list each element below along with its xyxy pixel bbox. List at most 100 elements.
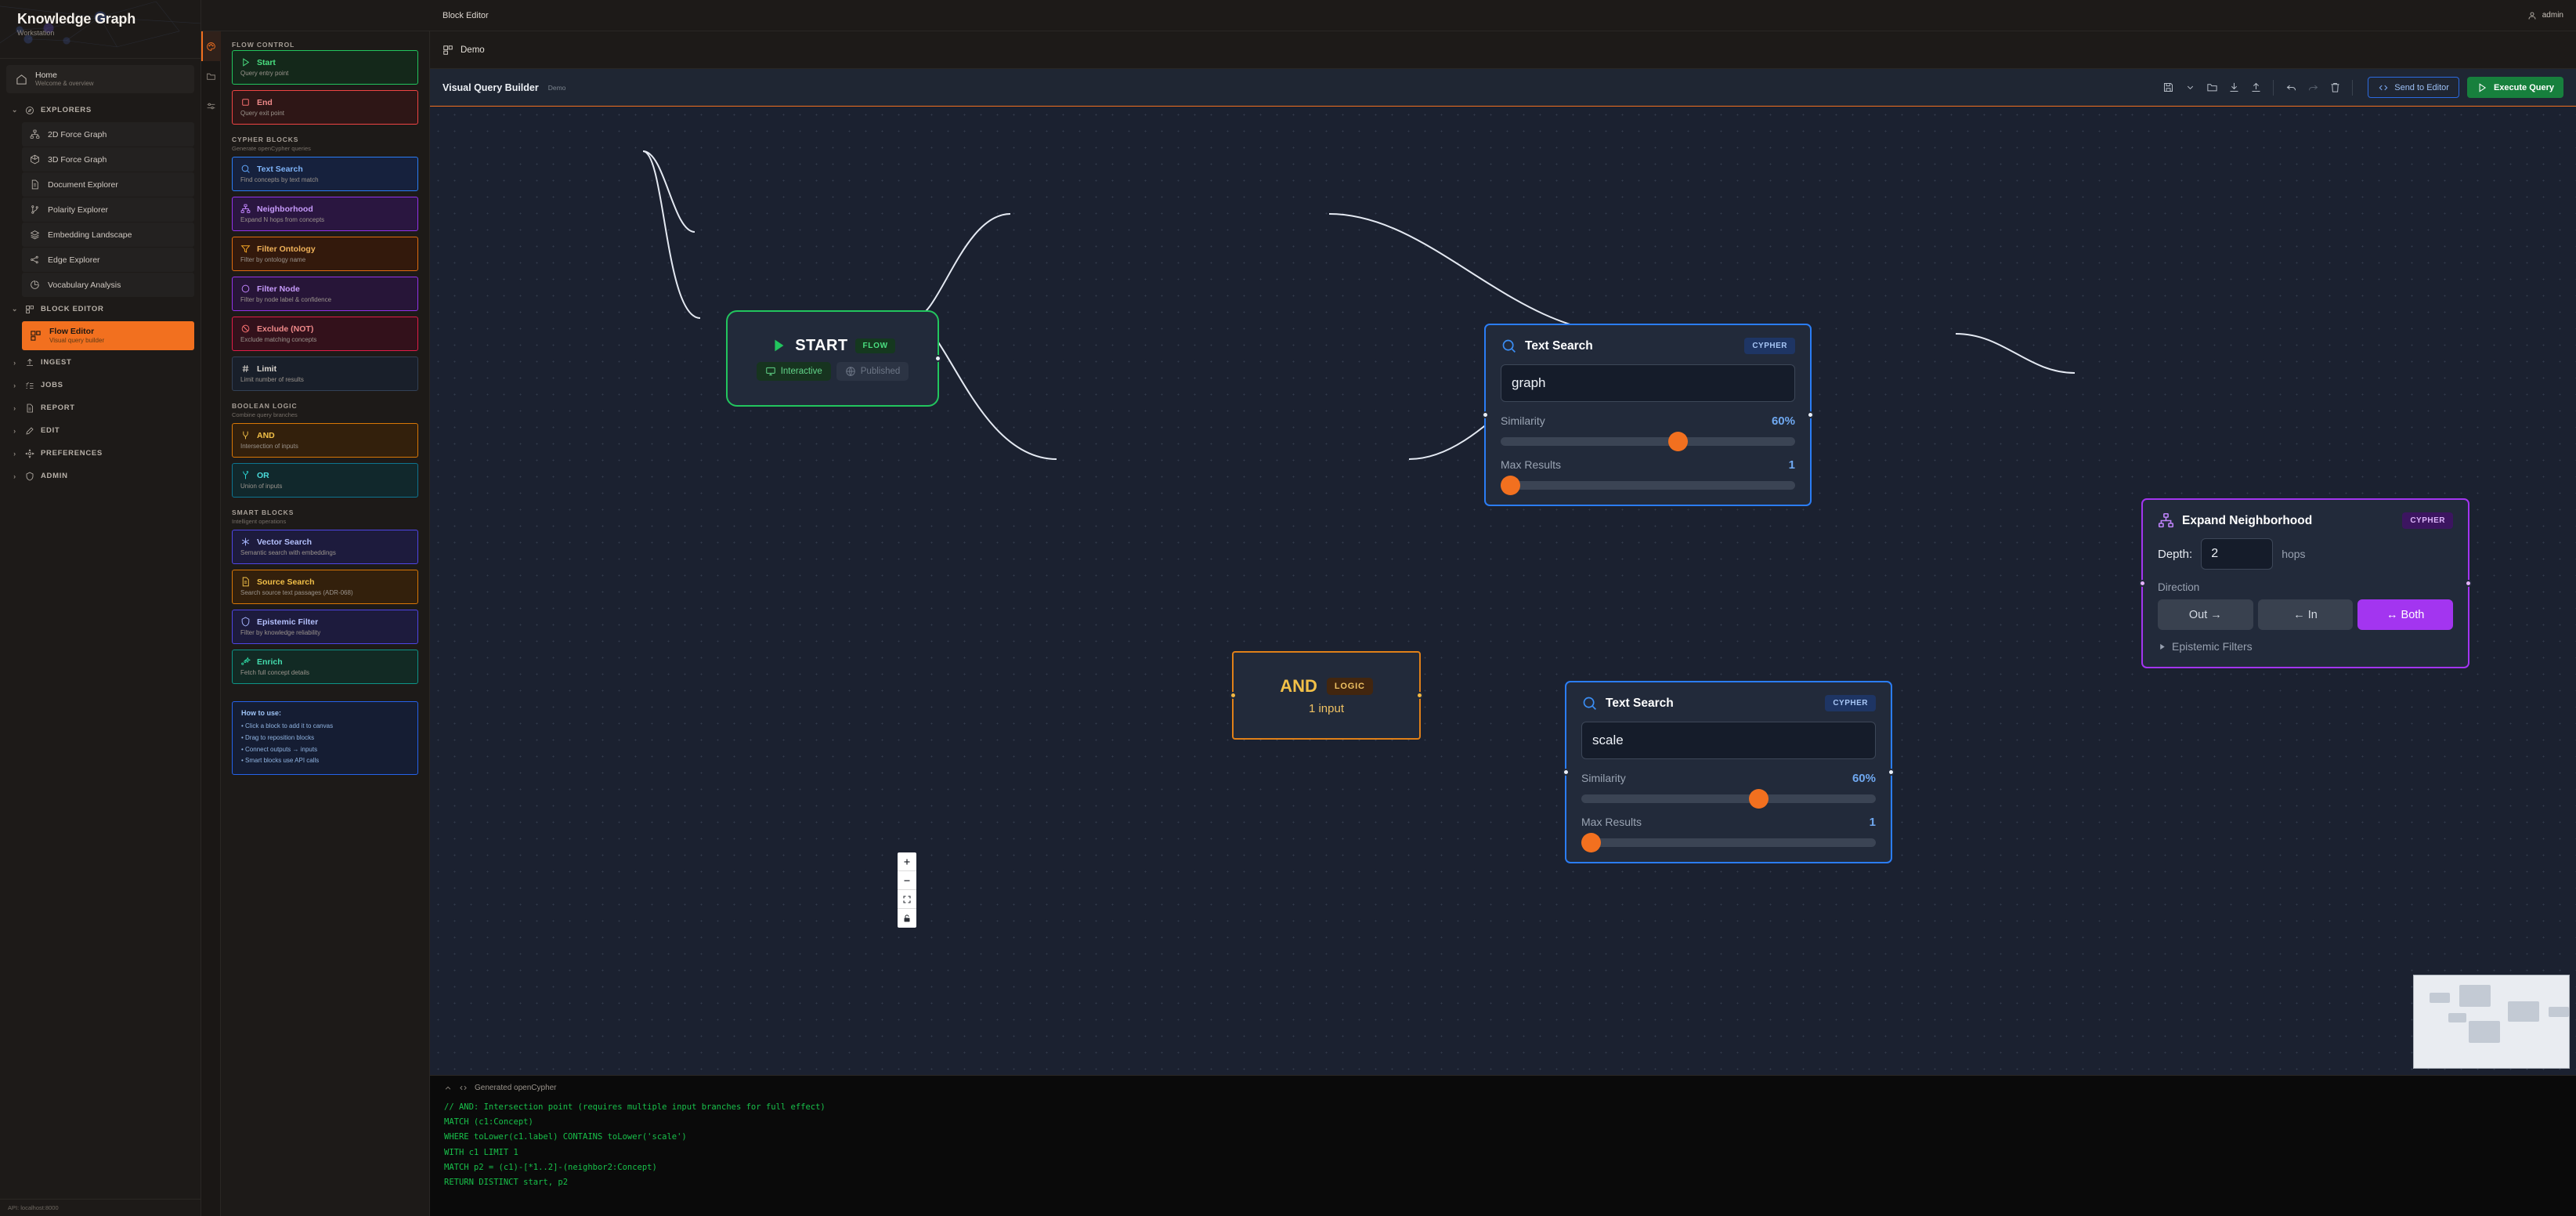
block-card-start[interactable]: Start Query entry point: [232, 50, 418, 85]
sidebar-group-block-editor[interactable]: ⌄ BLOCK EDITOR: [6, 299, 194, 320]
sidebar-item-polarity-explorer[interactable]: Polarity Explorer: [22, 197, 194, 222]
triangle-right-icon: [2160, 643, 2165, 650]
max-results-slider-knob[interactable]: [1581, 833, 1601, 852]
sidebar-item-label: Edge Explorer: [48, 255, 100, 265]
start-option-interactive[interactable]: Interactive: [756, 361, 831, 381]
zoom-in-button[interactable]: [898, 852, 916, 871]
send-to-editor-button[interactable]: Send to Editor: [2368, 77, 2459, 98]
sidebar-item-vocabulary-analysis[interactable]: Vocabulary Analysis: [22, 273, 194, 297]
rail-button-folder[interactable]: [201, 61, 221, 91]
similarity-slider-knob[interactable]: [1748, 789, 1769, 809]
sidebar-item-home[interactable]: Home Welcome & overview: [6, 65, 194, 93]
node-start[interactable]: START FLOW Interactive Published: [726, 310, 941, 407]
block-card-exclude-not[interactable]: Exclude (NOT) Exclude matching concepts: [232, 317, 418, 351]
expand-input-port[interactable]: [2139, 580, 2146, 587]
similarity-slider[interactable]: [1501, 432, 1795, 451]
text-search-query-input[interactable]: scale: [1581, 722, 1876, 759]
start-option-published[interactable]: Published: [836, 361, 909, 381]
and-input-port[interactable]: [1230, 692, 1237, 699]
save-dropdown-button[interactable]: [2180, 78, 2200, 98]
block-card-epistemic-filter[interactable]: Epistemic Filter Filter by knowledge rel…: [232, 610, 418, 644]
sidebar-item-2d-force-graph[interactable]: 2D Force Graph: [22, 122, 194, 147]
folder-open-icon: [2207, 84, 2217, 92]
download-button[interactable]: [2224, 78, 2244, 98]
node-text-search-1[interactable]: Text Search CYPHER graph Similarity 60% …: [1482, 324, 1814, 506]
and-output-port[interactable]: [1416, 692, 1423, 699]
sidebar-item-embedding-landscape[interactable]: Embedding Landscape: [22, 223, 194, 247]
block-card-and[interactable]: AND Intersection of inputs: [232, 423, 418, 458]
canvas-zoom-controls: [898, 852, 916, 928]
block-card-limit[interactable]: Limit Limit number of results: [232, 356, 418, 391]
start-output-port[interactable]: [934, 355, 941, 362]
max-results-slider-knob[interactable]: [1501, 476, 1520, 495]
sidebar-group-admin[interactable]: › ADMIN: [6, 465, 194, 487]
text-search-output-port[interactable]: [1888, 769, 1895, 776]
pie-chart-icon: [31, 280, 39, 289]
expand-title: Expand Neighborhood: [2182, 513, 2313, 527]
sidebar-group-explorers[interactable]: ⌄ EXPLORERS: [6, 100, 194, 121]
block-card-filter-node[interactable]: Filter Node Filter by node label & confi…: [232, 277, 418, 311]
delete-button[interactable]: [2325, 78, 2345, 98]
toolbar-divider: [2273, 79, 2274, 96]
cypher-panel-header[interactable]: Generated openCypher: [444, 1084, 2562, 1092]
expand-output-port[interactable]: [2465, 580, 2472, 587]
blocks-category-label: BOOLEAN LOGIC: [232, 402, 298, 410]
canvas-minimap[interactable]: [2413, 975, 2570, 1069]
epistemic-filters-toggle[interactable]: Epistemic Filters: [2158, 640, 2453, 653]
upload-button[interactable]: [2245, 78, 2266, 98]
text-search-query-input[interactable]: graph: [1501, 364, 1795, 402]
rail-button-settings[interactable]: [201, 91, 221, 121]
sidebar-group-jobs[interactable]: › JOBS: [6, 375, 194, 396]
flow-canvas[interactable]: START FLOW Interactive Published: [430, 107, 2576, 1075]
layers-icon: [30, 230, 40, 240]
node-and[interactable]: AND LOGIC 1 input: [1230, 651, 1423, 740]
direction-button-out[interactable]: Out →: [2158, 599, 2253, 630]
text-search-input-port[interactable]: [1563, 769, 1570, 776]
sidebar-group-preferences[interactable]: › PREFERENCES: [6, 443, 194, 464]
text-search-output-port[interactable]: [1807, 411, 1814, 418]
user-icon: [2528, 12, 2536, 20]
node-text-search-2[interactable]: Text Search CYPHER scale Similarity 60% …: [1563, 681, 1895, 863]
direction-button-in[interactable]: ← In: [2257, 599, 2354, 630]
block-card-vector-search[interactable]: Vector Search Semantic search with embed…: [232, 530, 418, 564]
block-card-source-search[interactable]: Source Search Search source text passage…: [232, 570, 418, 604]
text-search-input-port[interactable]: [1482, 411, 1489, 418]
sidebar-item-edge-explorer[interactable]: Edge Explorer: [22, 248, 194, 272]
redo-button[interactable]: [2303, 78, 2323, 98]
sidebar-item-3d-force-graph[interactable]: 3D Force Graph: [22, 147, 194, 172]
document-icon: [242, 577, 249, 587]
direction-button-both[interactable]: ↔ Both: [2357, 599, 2454, 630]
undo-button[interactable]: [2281, 78, 2301, 98]
blocks-category-sub: Intelligent operations: [232, 518, 287, 525]
user-menu[interactable]: admin: [2527, 11, 2563, 20]
block-card-or[interactable]: OR Union of inputs: [232, 463, 418, 498]
icon-rail: [201, 0, 221, 1216]
fit-view-button[interactable]: [898, 890, 916, 909]
node-expand-neighborhood[interactable]: Expand Neighborhood CYPHER Depth: 2 hops…: [2139, 498, 2472, 668]
max-results-slider[interactable]: [1581, 833, 1876, 852]
block-name: Text Search: [257, 164, 303, 174]
brand-network-decoration: [0, 1, 201, 48]
sidebar-item-label: 3D Force Graph: [48, 154, 107, 165]
sidebar-group-report[interactable]: › REPORT: [6, 397, 194, 418]
execute-query-button[interactable]: Execute Query: [2466, 77, 2563, 98]
sidebar-item-flow-editor[interactable]: Flow Editor Visual query builder: [22, 321, 194, 350]
lock-button[interactable]: [898, 909, 916, 928]
block-card-enrich[interactable]: Enrich Fetch full concept details: [232, 650, 418, 684]
sidebar-group-edit[interactable]: › EDIT: [6, 420, 194, 441]
save-button[interactable]: [2158, 78, 2178, 98]
sidebar-item-document-explorer[interactable]: Document Explorer: [22, 172, 194, 197]
block-card-end[interactable]: End Query exit point: [232, 90, 418, 125]
chevron-right-icon: ›: [13, 426, 16, 435]
block-card-filter-ontology[interactable]: Filter Ontology Filter by ontology name: [232, 237, 418, 271]
sidebar-group-ingest[interactable]: › INGEST: [6, 352, 194, 373]
block-card-text-search[interactable]: Text Search Find concepts by text match: [232, 157, 418, 191]
similarity-slider[interactable]: [1581, 789, 1876, 809]
similarity-slider-knob[interactable]: [1667, 432, 1688, 451]
depth-input[interactable]: 2: [2201, 538, 2274, 570]
open-button[interactable]: [2202, 78, 2222, 98]
block-card-neighborhood[interactable]: Neighborhood Expand N hops from concepts: [232, 197, 418, 231]
rail-button-palette[interactable]: [201, 31, 221, 61]
max-results-slider[interactable]: [1501, 476, 1795, 495]
zoom-out-button[interactable]: [898, 871, 916, 890]
